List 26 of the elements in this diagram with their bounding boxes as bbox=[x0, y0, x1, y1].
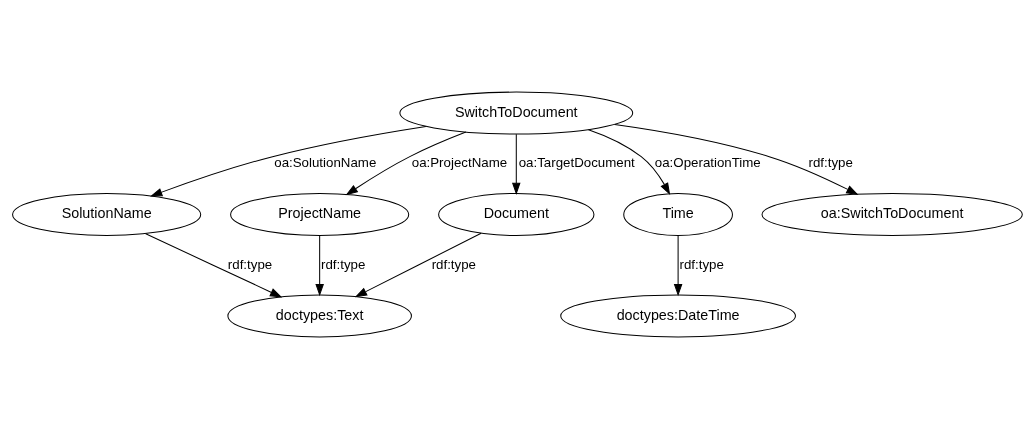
edge-label: oa:SolutionName bbox=[274, 154, 377, 170]
node-ellipse: oa:SwitchToDocument bbox=[761, 192, 1023, 236]
node-ellipse: SolutionName bbox=[12, 192, 202, 236]
node-ellipse: ProjectName bbox=[230, 192, 410, 236]
arrow bbox=[354, 232, 482, 297]
arrow bbox=[614, 123, 859, 195]
edge-label: rdf:type bbox=[679, 256, 724, 272]
edge-label: rdf:type bbox=[321, 256, 366, 272]
node-ellipse: doctypes:Text bbox=[227, 293, 412, 337]
node-ellipse: Document bbox=[438, 192, 595, 236]
node-ellipse: Time bbox=[623, 192, 733, 236]
arrow bbox=[145, 232, 283, 297]
arrow bbox=[588, 128, 671, 195]
edge-label: oa:OperationTime bbox=[654, 154, 761, 170]
edge-label: oa:ProjectName bbox=[411, 154, 508, 170]
edge-label: rdf:type bbox=[808, 154, 853, 170]
arrow bbox=[315, 234, 324, 296]
node-ellipse: doctypes:DateTime bbox=[560, 293, 796, 337]
node-ellipse: SwitchToDocument bbox=[399, 91, 634, 135]
edge-label: rdf:type bbox=[431, 256, 476, 272]
arrow bbox=[673, 234, 683, 296]
edge-label: rdf:type bbox=[227, 256, 273, 272]
arrow bbox=[512, 133, 521, 195]
arrow bbox=[345, 131, 467, 195]
edge-label: oa:TargetDocument bbox=[518, 154, 635, 170]
arrow bbox=[150, 125, 427, 196]
